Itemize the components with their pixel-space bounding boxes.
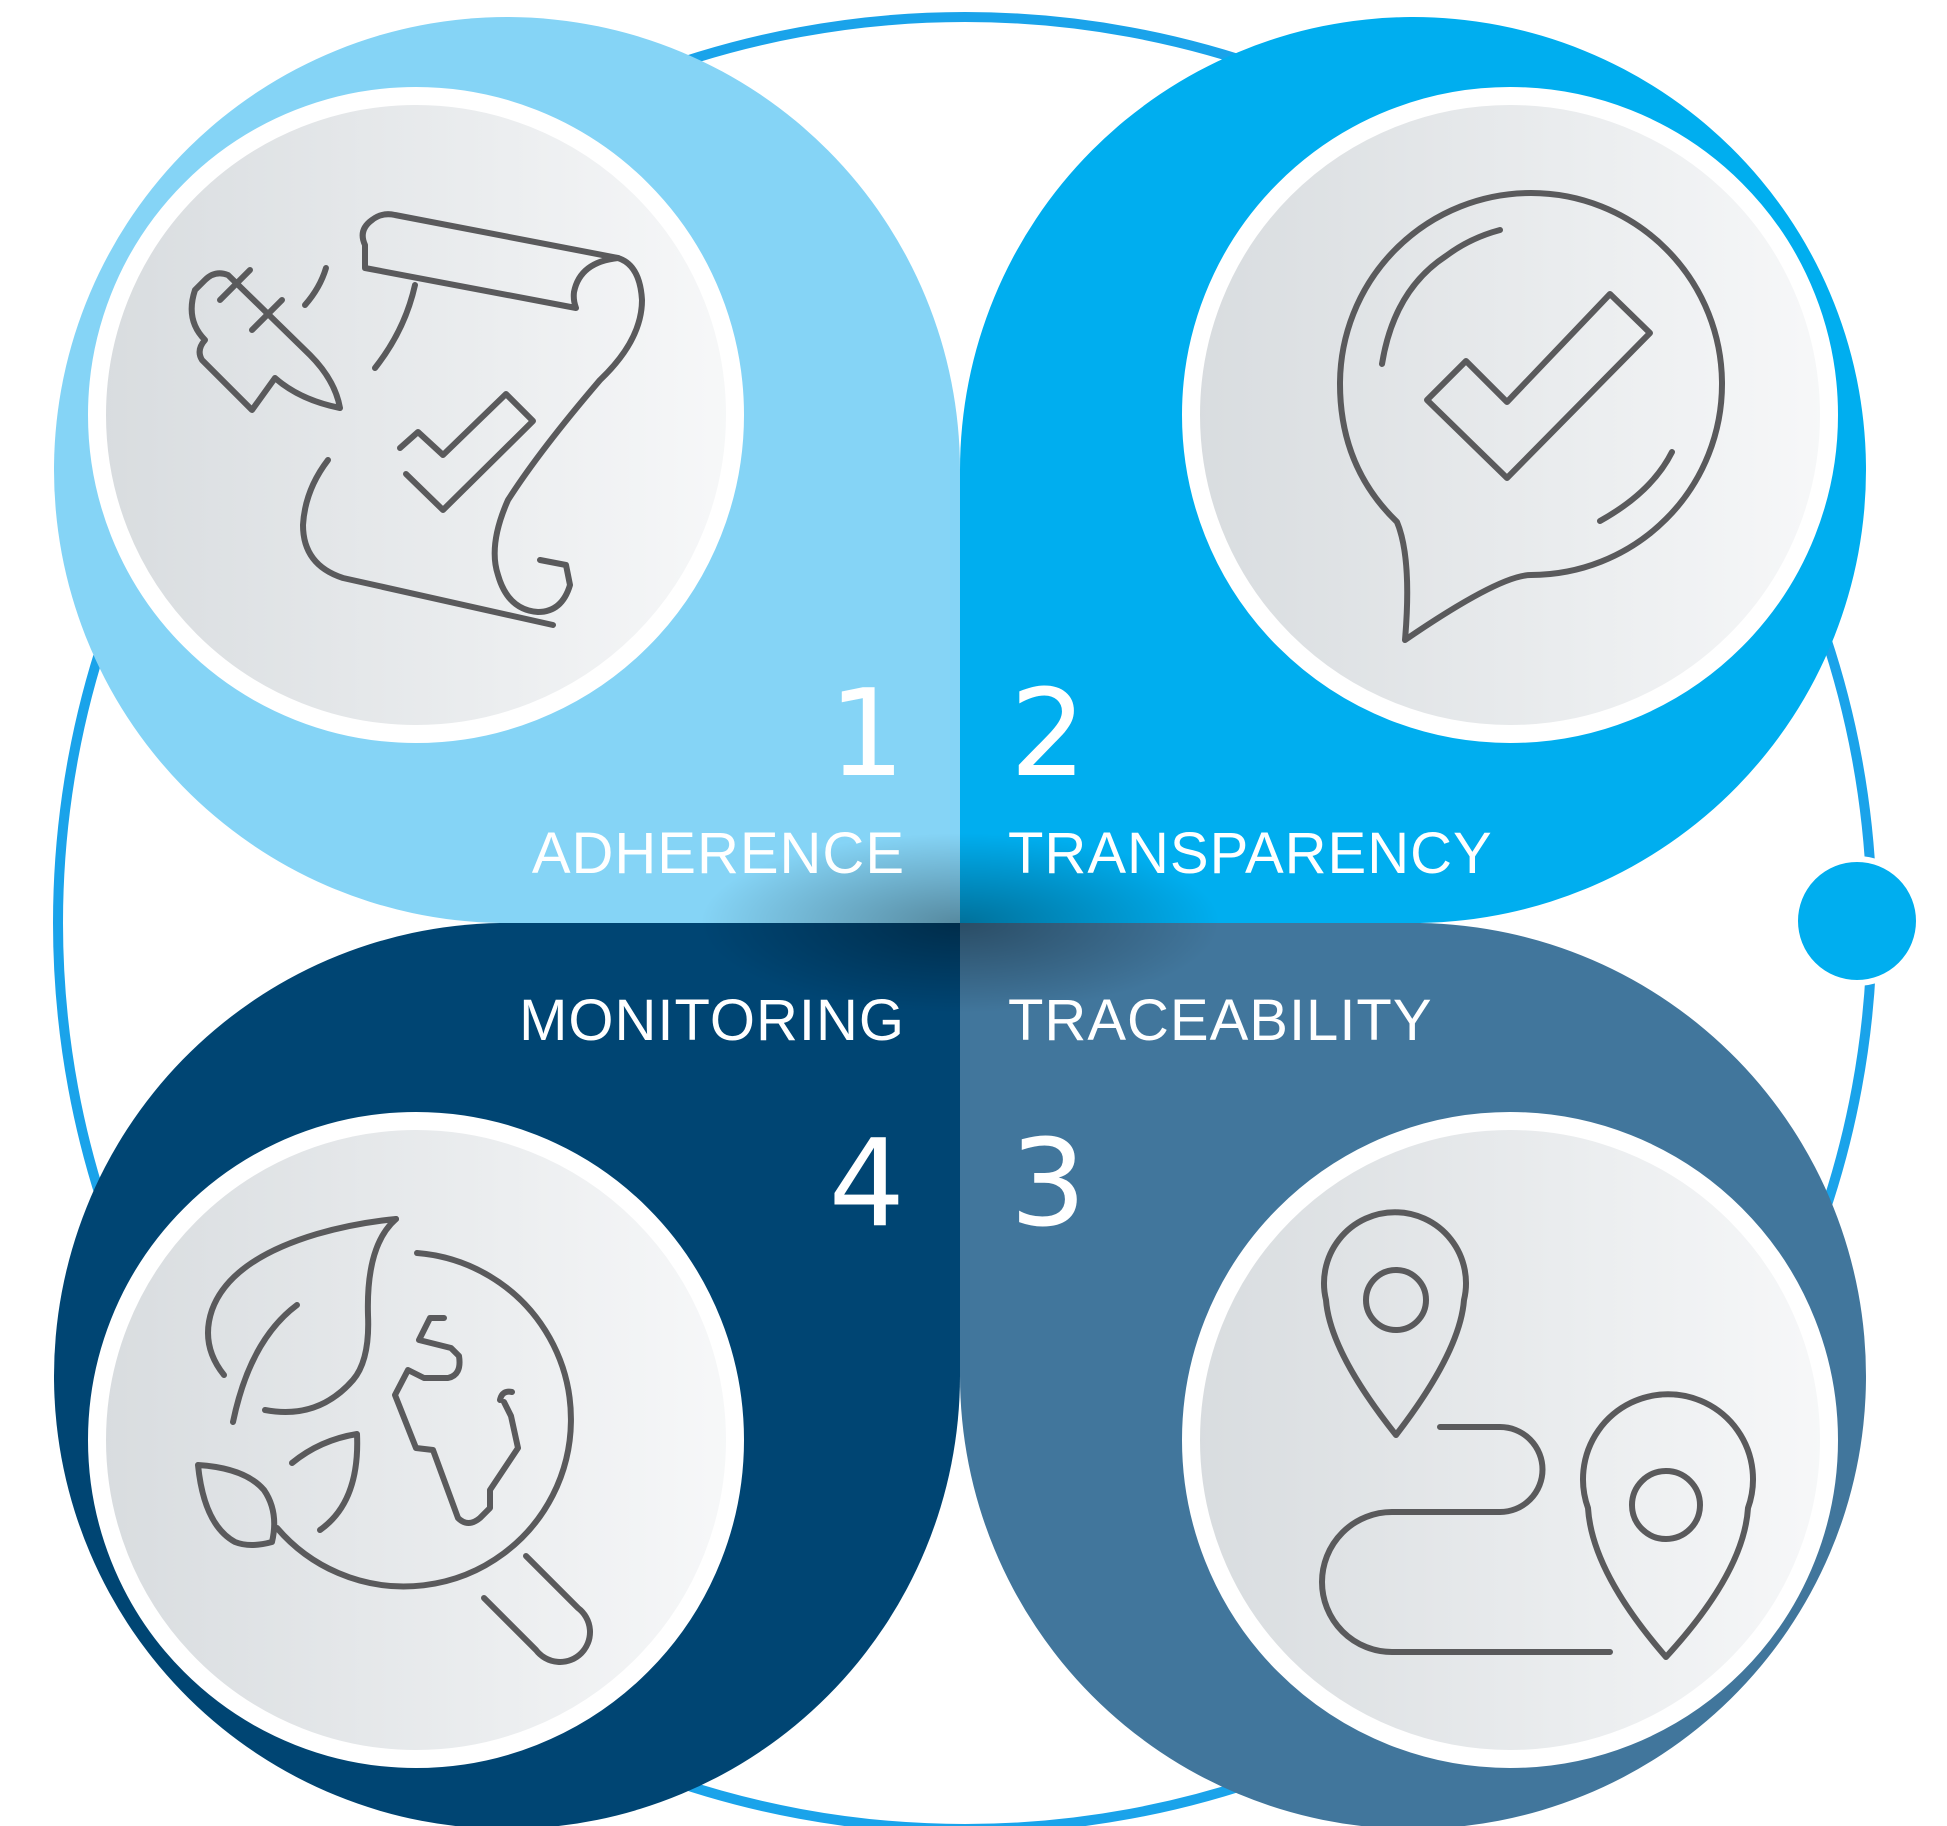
contract-scroll-pen-icon — [188, 211, 645, 628]
segment-2-label: TRANSPARENCY — [1008, 821, 1493, 886]
globe-magnifier-leaves-icon — [195, 1216, 593, 1665]
segment-4-label: MONITORING — [519, 988, 905, 1053]
segment-3-disc — [1182, 1112, 1838, 1768]
segment-3-label: TRACEABILITY — [1008, 988, 1433, 1053]
segment-3-number: 3 — [1010, 1115, 1086, 1254]
segment-2-number: 2 — [1010, 665, 1086, 804]
ring-knob — [1792, 856, 1922, 986]
segment-1-number: 1 — [829, 665, 905, 804]
speech-bubble-check-icon — [1337, 190, 1725, 643]
route-map-pins-icon — [1319, 1209, 1756, 1660]
segment-1-disc — [88, 87, 744, 743]
center-shadow — [700, 833, 1220, 1013]
segment-4-number: 4 — [829, 1115, 905, 1254]
segment-1-label: ADHERENCE — [532, 821, 905, 886]
